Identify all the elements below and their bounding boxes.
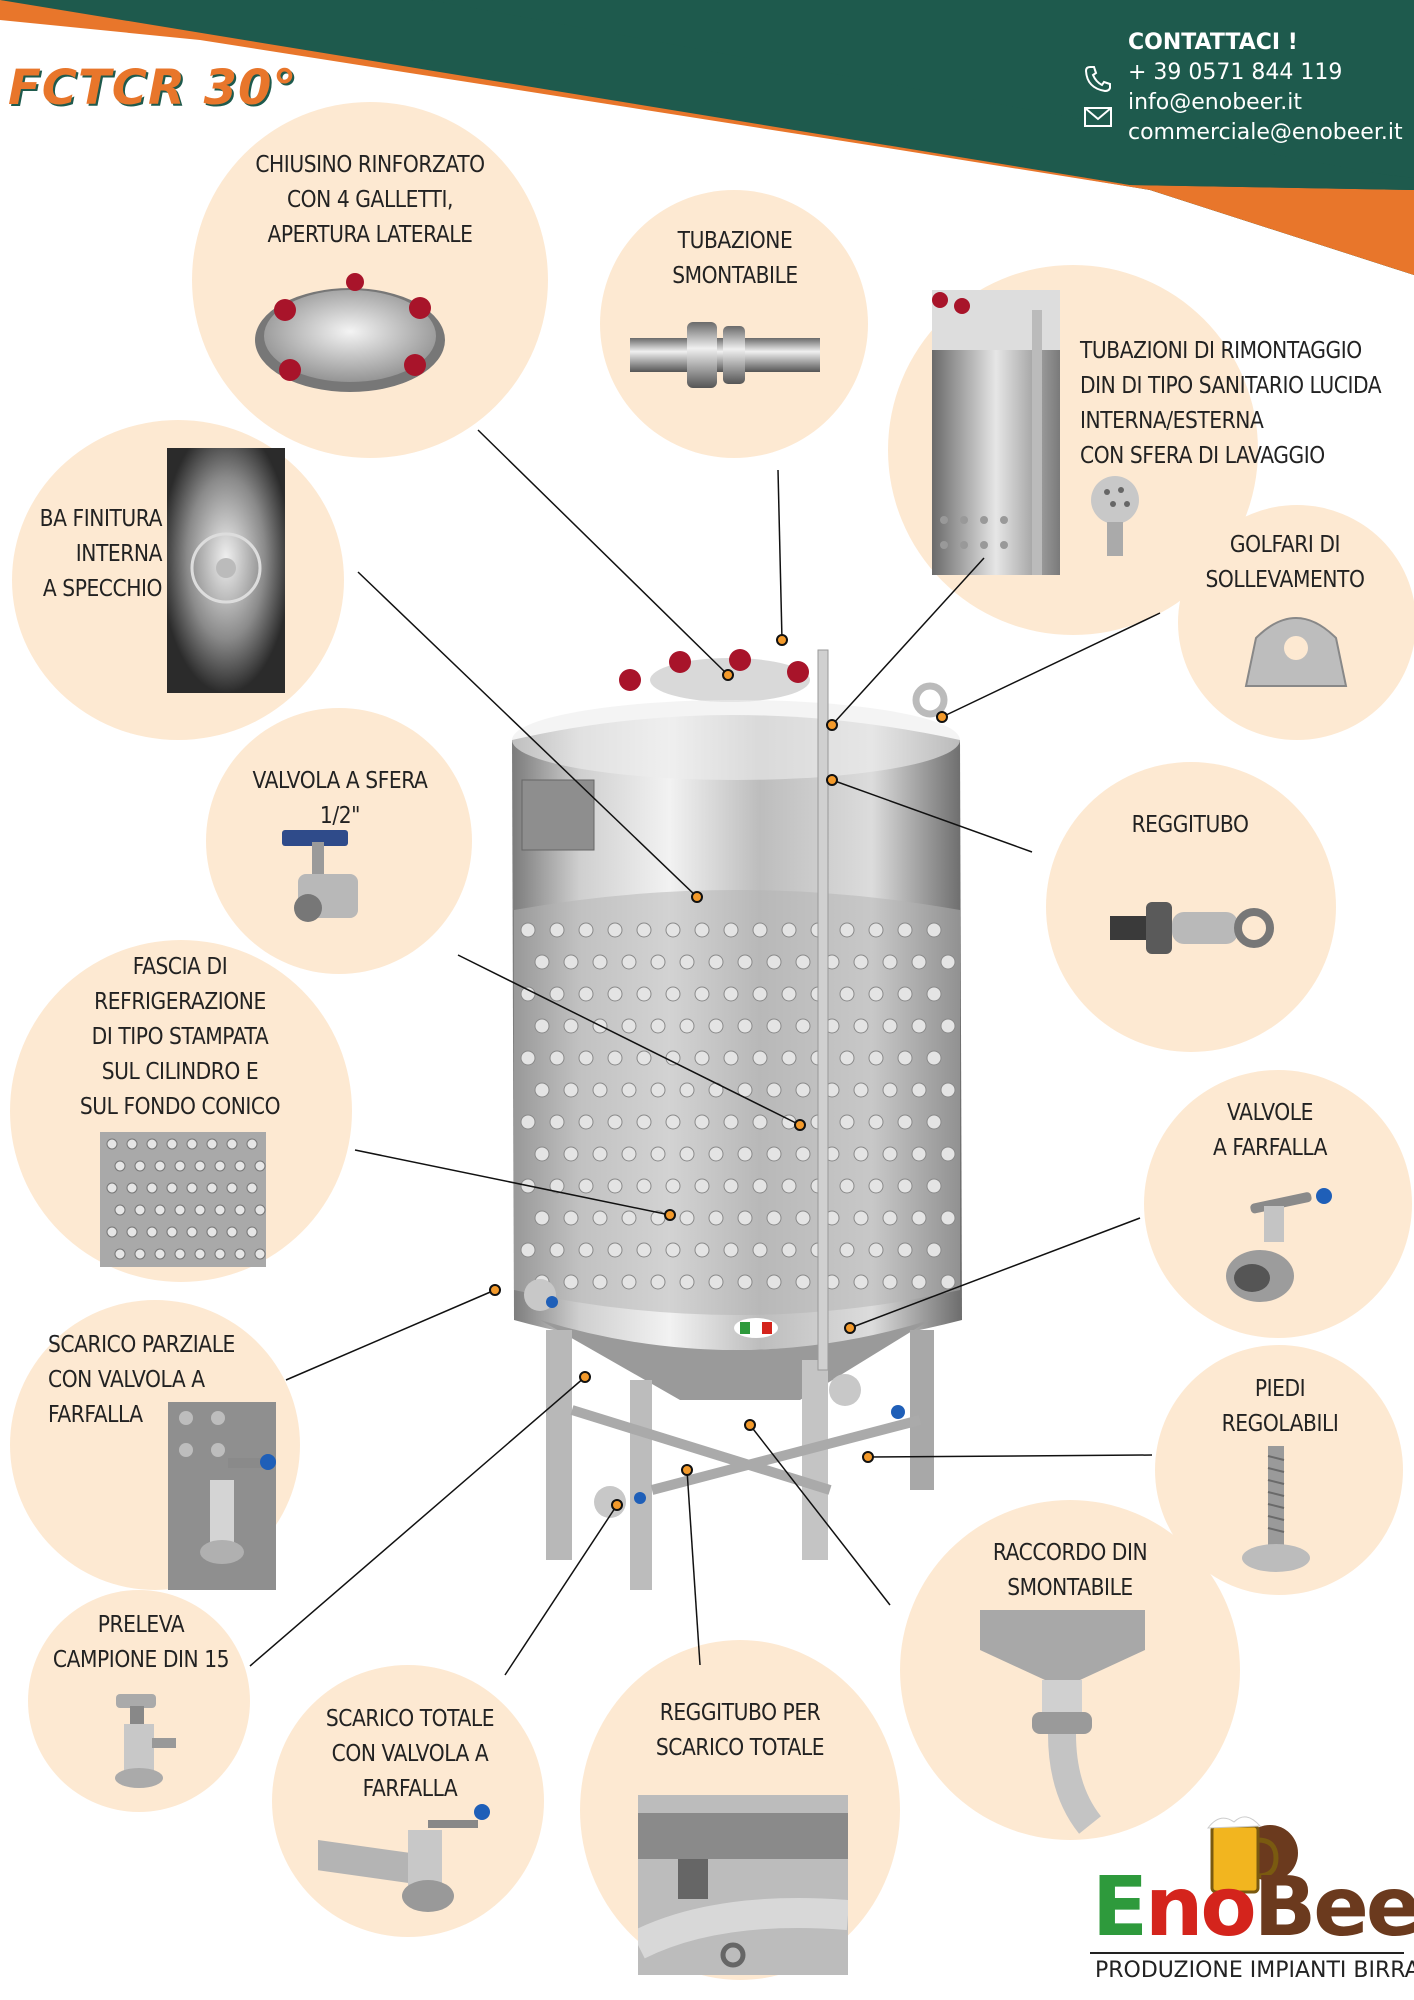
pumpover-photo (932, 290, 1060, 575)
contact-block: CONTATTACI ! + 39 0571 844 119 info@enob… (1128, 28, 1403, 148)
adjustable-foot-photo (1242, 1446, 1310, 1572)
label-total-drain: SCARICO TOTALE CON VALVOLA A FARFALLA (325, 1706, 495, 1802)
header-banner (0, 0, 1414, 275)
partial-drain-photo (168, 1402, 276, 1590)
sampler-photo (115, 1694, 176, 1788)
bubble-pipe-holder (1046, 762, 1336, 1052)
fermenter-tank (512, 649, 962, 1590)
label-feet: PIEDI REGOLABILI (1221, 1376, 1339, 1437)
total-drain-photo (318, 1804, 490, 1912)
drain-holder-photo (638, 1795, 848, 1975)
bubble-manhole (192, 102, 548, 458)
label-cooling-jacket: FASCIA DI REFRIGERAZIONE DI TIPO STAMPAT… (79, 954, 281, 1120)
pipe-holder-photo (1110, 902, 1274, 954)
contact-heading: CONTATTACI ! (1128, 30, 1298, 55)
phone-icon (1084, 66, 1111, 93)
label-lifting: GOLFARI DI SOLLEVAMENTO (1205, 532, 1365, 593)
jacket-photo (100, 1132, 266, 1267)
label-manhole: CHIUSINO RINFORZATO CON 4 GALLETTI, APER… (255, 152, 485, 248)
contact-phone[interactable]: + 39 0571 844 119 (1128, 60, 1343, 85)
butterfly-valve-photo (1226, 1188, 1332, 1302)
mail-icon (1084, 107, 1112, 127)
label-pipe: TUBAZIONE SMONTABILE (672, 228, 798, 289)
logo-divider (1090, 1952, 1404, 1954)
mirror-finish-photo (167, 448, 285, 693)
label-drain-holder: REGGITUBO PER SCARICO TOTALE (655, 1700, 825, 1761)
label-sampler: PRELEVA CAMPIONE DIN 15 (52, 1612, 230, 1673)
logo-tagline: PRODUZIONE IMPIANTI BIRRA (1095, 1958, 1414, 1983)
din-fitting-photo (980, 1610, 1145, 1834)
label-butterfly-valves: VALVOLE A FARFALLA (1212, 1100, 1328, 1161)
logo-wordmark: EnoBeer (1092, 1860, 1414, 1955)
pipe-photo (630, 322, 820, 388)
lifting-eye-photo (1244, 617, 1348, 687)
label-pipe-holder: REGGITUBO (1131, 812, 1249, 838)
spray-ball-photo (1091, 476, 1139, 556)
label-pumpover: TUBAZIONI DI RIMONTAGGIO DIN DI TIPO SAN… (1080, 338, 1382, 469)
label-finish: BA FINITURA INTERNA A SPECCHIO (39, 506, 163, 602)
label-ball-valve: VALVOLA A SFERA 1/2" (252, 768, 428, 829)
ball-valve-photo (282, 830, 358, 922)
label-partial-drain: SCARICO PARZIALE CON VALVOLA A FARFALLA (48, 1332, 235, 1428)
contact-email-info[interactable]: info@enobeer.it (1128, 90, 1302, 115)
beer-mug-icon (1206, 1816, 1298, 1894)
bubble-pipe (600, 190, 868, 458)
label-din-fitting: RACCORDO DIN SMONTABILE (992, 1540, 1148, 1601)
manhole-photo (255, 273, 445, 392)
contact-email-commercial[interactable]: commerciale@enobeer.it (1128, 120, 1403, 145)
product-title: FCTCR 30° (8, 60, 298, 116)
